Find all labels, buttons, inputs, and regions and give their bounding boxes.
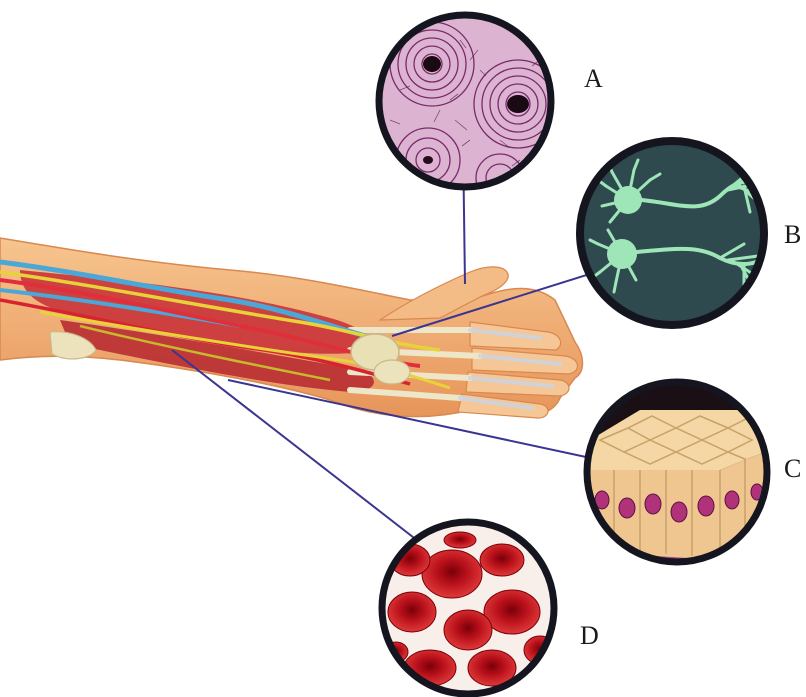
label-a: A xyxy=(584,66,603,92)
circle-d-blood-cells xyxy=(380,520,560,697)
circle-b-nerve-tissue xyxy=(580,141,764,325)
label-d: D xyxy=(580,623,599,649)
arm-illustration xyxy=(0,238,583,418)
label-c: C xyxy=(784,456,801,482)
label-b: B xyxy=(784,222,801,248)
circle-c-epithelial-tissue xyxy=(587,382,770,564)
circle-a-bone-tissue xyxy=(375,10,562,202)
